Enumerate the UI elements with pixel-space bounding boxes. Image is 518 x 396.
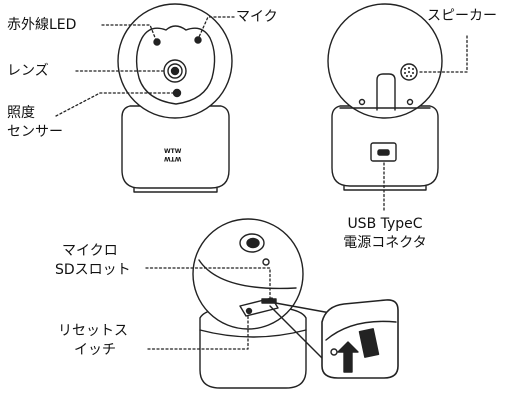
label-usb-2: 電源コネクタ [343, 235, 427, 251]
leader-mic [198, 16, 235, 38]
light-sensor-dot [172, 88, 182, 98]
speaker-grille [400, 63, 418, 81]
ir-led-dot [153, 38, 161, 46]
front-base [121, 105, 230, 189]
back-camera [327, 3, 443, 191]
front-base-foot [133, 187, 218, 193]
angled-camera [192, 218, 307, 389]
label-speaker: スピーカー [427, 8, 497, 24]
front-logo-bottom: WTW [164, 155, 182, 162]
front-faceplate [135, 25, 216, 105]
reset-hole [245, 307, 253, 315]
label-mic: マイク [236, 9, 278, 25]
usb-port-outer [370, 142, 397, 162]
zoom-inset [269, 299, 399, 379]
lens-outer [163, 59, 187, 83]
label-usb-1: USB TypeC [347, 216, 423, 232]
label-reset-1: リセットス [58, 323, 128, 339]
angled-sensor [262, 258, 270, 266]
inset-frame [321, 299, 399, 379]
leader-reset [147, 313, 249, 350]
lens-mid [167, 63, 183, 79]
angled-base-ring [199, 329, 307, 338]
mic-dot [194, 36, 202, 44]
label-microsd-1: マイクロ [62, 243, 118, 259]
front-camera [117, 3, 233, 193]
label-microsd-2: SDスロット [55, 262, 131, 278]
usb-port-inner [377, 149, 390, 156]
front-logo-top: WTW [164, 148, 182, 155]
back-stand [376, 73, 396, 111]
leader-light-sensor [55, 92, 174, 117]
leader-ir-led [101, 24, 157, 41]
leader-speaker [419, 35, 468, 73]
label-lens: レンズ [7, 63, 49, 79]
sd-slot [261, 298, 277, 304]
back-base [331, 105, 439, 187]
label-light-sensor-1: 照度 [7, 105, 35, 121]
angled-head-band [198, 259, 297, 290]
screw-left [358, 98, 366, 106]
label-light-sensor-2: センサー [7, 124, 63, 140]
zoom-ray-top [269, 301, 337, 315]
angled-lens-outer [239, 233, 265, 253]
zoom-ray-bottom [269, 305, 331, 367]
label-reset-2: イッチ [74, 342, 116, 358]
speaker-holes [404, 67, 414, 77]
angled-lens-inner [246, 237, 260, 249]
inset-camera-edge [325, 320, 397, 341]
label-ir-led: 赤外線LED [7, 17, 77, 33]
back-head [327, 3, 443, 119]
inset-reset-hole [330, 348, 338, 356]
screw-right [406, 98, 414, 106]
inset-arrow [337, 341, 359, 373]
lens-inner [170, 66, 180, 76]
leader-lines [55, 16, 468, 350]
inset-sd-card [358, 328, 380, 358]
leader-microsd [145, 267, 271, 299]
back-base-foot [343, 185, 427, 191]
